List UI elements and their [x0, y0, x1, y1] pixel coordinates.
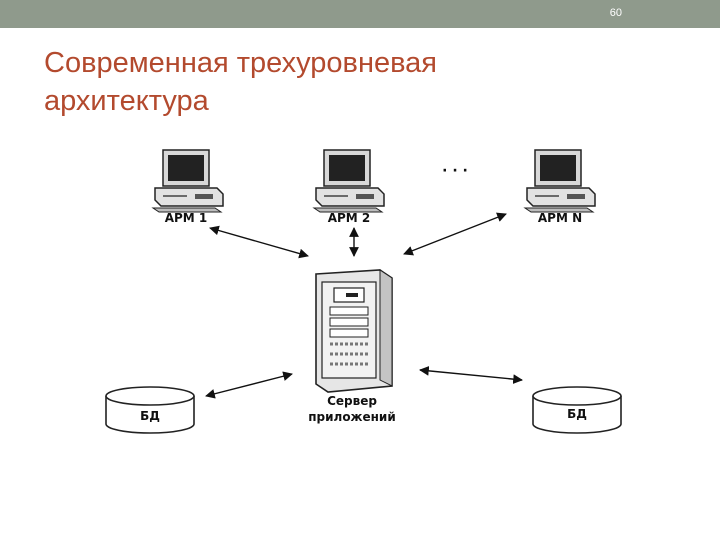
workstation-1: АРМ 1 [152, 149, 224, 225]
arrow-workstation-1-server [209, 225, 309, 259]
workstation-1-label: АРМ 1 [165, 211, 208, 225]
database-2-label: БД [567, 407, 587, 421]
arrow-server-database-2 [419, 365, 523, 385]
top-bar: 60 [0, 0, 720, 28]
workstation-2: АРМ 2 [313, 149, 385, 225]
server-label-line-2: приложений [308, 410, 396, 424]
server-label-line-1: Сервер [327, 394, 377, 408]
workstation-2-label: АРМ 2 [328, 211, 371, 225]
application-server: Сервер приложений [308, 269, 396, 424]
ellipsis: · · · [442, 163, 468, 179]
computer-icon [152, 149, 224, 213]
slide-number: 60 [609, 7, 622, 19]
server-icon [315, 269, 393, 393]
slide-title-line-1: Современная трехуровневая [44, 47, 438, 79]
workstation-n: АРМ N [524, 149, 596, 225]
computer-icon [313, 149, 385, 213]
arrow-workstation-n-server [403, 212, 507, 256]
workstation-n-label: АРМ N [538, 211, 582, 225]
slide-title-line-2: архитектура [44, 85, 209, 117]
database-1: БД [105, 386, 195, 434]
database-2: БД [532, 386, 622, 434]
database-1-label: БД [140, 409, 160, 423]
arrow-server-database-1 [205, 371, 293, 399]
computer-icon [524, 149, 596, 213]
slide-title: Современная трехуровневая архитектура [44, 44, 604, 120]
